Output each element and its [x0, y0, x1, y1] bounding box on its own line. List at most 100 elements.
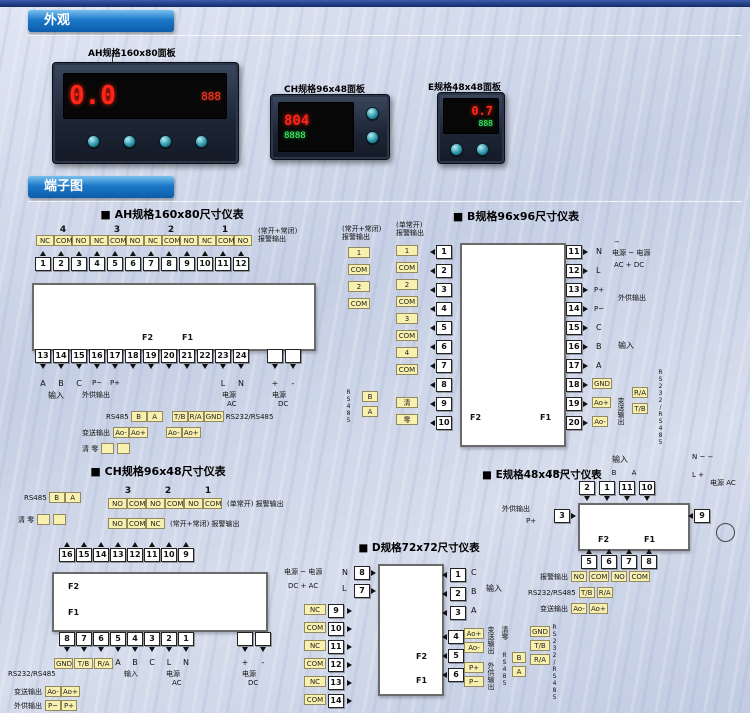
- terminal: 17: [566, 359, 582, 373]
- rs485-cell: B: [48, 492, 65, 503]
- terminal: 5: [581, 555, 597, 569]
- terminal: 5: [436, 321, 452, 335]
- alarm-terminal-cell: NO: [611, 571, 628, 582]
- transmit-label: 变送输出: [617, 397, 625, 425]
- arrow-down-icon: [148, 364, 154, 369]
- alarm-terminal-cell: NC: [198, 235, 216, 246]
- terminal: 3: [71, 257, 87, 271]
- alarm-terminal-cell: COM: [304, 658, 326, 669]
- alarm-terminal-cell: NC: [304, 604, 326, 615]
- supply-label: 外供输出: [82, 391, 110, 399]
- ac-power-type: AC: [172, 679, 182, 687]
- arrow-down-icon: [272, 364, 278, 369]
- transmit-cell: Ao-: [464, 642, 484, 653]
- arrow-up-icon: [166, 542, 172, 547]
- arrow-down-icon: [64, 647, 70, 652]
- arrow-down-icon: [184, 364, 190, 369]
- panel-button: [195, 135, 208, 148]
- reset-row: 清 零: [82, 443, 131, 454]
- alarm-terminal-cell: COM: [203, 498, 222, 509]
- arrow-right-icon: [347, 698, 352, 704]
- ac-letter: N: [238, 379, 244, 388]
- terminal: 7: [354, 584, 370, 598]
- terminal: 19: [143, 349, 159, 363]
- arrow-up-icon: [238, 251, 244, 256]
- arrow-up-icon: [58, 251, 64, 256]
- alarm-group-number: 2: [164, 486, 172, 496]
- terminal: 4: [89, 257, 105, 271]
- arrow-left-icon: [442, 610, 447, 616]
- transmit-row: 变送输出 Ao-Ao+: [540, 603, 608, 614]
- input-letter: A: [115, 658, 121, 667]
- input-label: 输入: [486, 584, 502, 593]
- dc-letter: -: [291, 379, 295, 388]
- terminal: 17: [107, 349, 123, 363]
- fuse-f1-label: F1: [68, 608, 80, 617]
- section-appearance-header: 外观: [28, 10, 174, 32]
- terminal: 1: [436, 245, 452, 259]
- arrow-right-icon: [583, 363, 588, 369]
- arrow-down-icon: [166, 647, 172, 652]
- terminal: 8: [641, 555, 657, 569]
- terminal: 16: [89, 349, 105, 363]
- arrow-down-icon: [624, 496, 630, 501]
- supply-sub: P+: [526, 517, 537, 525]
- terminal: 14: [53, 349, 69, 363]
- rs485-cell: B: [362, 391, 378, 402]
- alarm-group-number: 1: [204, 486, 212, 496]
- transmit-label: 变送输出: [14, 687, 42, 696]
- comm-label: RS232/RS485: [551, 624, 558, 701]
- terminal: 8: [59, 632, 75, 646]
- terminal: 2: [161, 632, 177, 646]
- alarm-terminal-cell: COM: [396, 330, 418, 341]
- power-note-line1: 电源 ~ 电源: [284, 568, 323, 576]
- dc-terminal-pair: [267, 349, 301, 369]
- comm-cell: R/A: [94, 658, 113, 669]
- arrow-up-icon: [220, 251, 226, 256]
- ac-letter-n: N: [596, 247, 602, 256]
- input-label: 输入: [618, 341, 634, 350]
- alarm-terminal-cell: NO: [184, 498, 203, 509]
- alarm-terminal-cell: COM: [216, 235, 235, 246]
- transmit-cells-2: Ao-Ao+: [165, 427, 201, 438]
- arrow-up-icon: [149, 542, 155, 547]
- alarm-terminal-cell: 4: [396, 347, 418, 358]
- alarm-terminal-cell: COM: [54, 235, 73, 246]
- arrow-up-icon: [166, 251, 172, 256]
- terminal: 13: [110, 548, 126, 562]
- rs485-label: RS485: [501, 652, 508, 687]
- alarm-note-2: (单常开) 报警输出: [396, 221, 424, 237]
- alarm-terminal-cell: 3: [396, 313, 418, 324]
- transmit-cell: Ao+: [592, 397, 611, 408]
- transmit-label: 变送输出: [82, 428, 110, 437]
- fuse-f2-label: F2: [68, 582, 80, 591]
- arrow-up-icon: [586, 549, 592, 554]
- arrow-left-icon: [442, 634, 447, 640]
- alarm-terminal-cell: NC: [36, 235, 54, 246]
- terminal: 21: [179, 349, 195, 363]
- terminal: 12: [233, 257, 249, 271]
- supply-letters: P~P+: [90, 379, 122, 387]
- diagram-title: ■ CH规格96x48尺寸仪表: [90, 465, 226, 478]
- alarm-terminal-cell: 1: [348, 247, 370, 258]
- arrow-up-icon: [98, 542, 104, 547]
- alarm-group-number: 3: [124, 486, 132, 496]
- reset-terminal-cell: 清: [396, 397, 418, 408]
- alarm-terminal-cell: NO: [108, 518, 127, 529]
- arrow-down-icon: [94, 364, 100, 369]
- power-note-line1: N ~ −: [692, 453, 714, 461]
- panel-button: [87, 135, 100, 148]
- input-letter: C: [76, 379, 82, 388]
- arrow-up-icon: [112, 251, 118, 256]
